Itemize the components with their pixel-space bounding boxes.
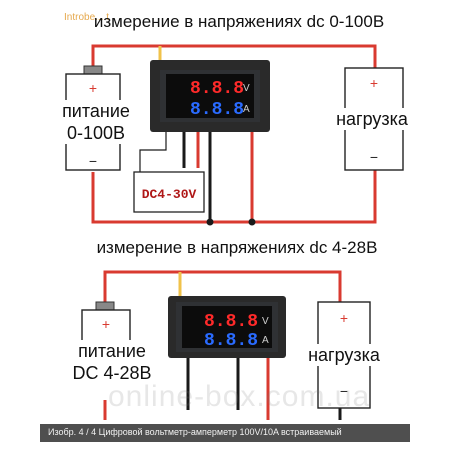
bottom-load-label: нагрузка [294, 344, 394, 366]
site-watermark: online-box.com.ua [108, 380, 371, 413]
top-converter-thin-wire [139, 132, 167, 172]
bottom-display-current-unit: A [262, 335, 269, 346]
top-power-plus: + [89, 80, 97, 96]
bottom-power-label-line2: DC 4-28В [72, 363, 152, 383]
bottom-display-current: 8.8.8 [204, 331, 258, 351]
bottom-power-cap [95, 301, 115, 311]
bottom-display-voltage: 8.8.8 [204, 312, 258, 332]
bottom-display-voltage-unit: V [262, 316, 269, 327]
top-load-plus: + [370, 75, 378, 91]
top-display-voltage-unit: V [243, 83, 250, 94]
bottom-power-plus: + [102, 316, 110, 332]
top-power-label-line2: 0-100В [66, 123, 126, 143]
bottom-red-wire-supply [103, 270, 342, 302]
top-power-cap [83, 65, 103, 75]
caption-text: Изобр. 4 / 4 Цифровой вольтметр-ампермет… [48, 427, 342, 437]
top-converter-box [133, 171, 205, 213]
top-junction-dot-2 [248, 218, 256, 226]
top-load-minus: − [370, 149, 378, 165]
bottom-load-minus: − [340, 383, 348, 399]
top-junction-dot [206, 218, 214, 226]
bottom-power-label: питание DC 4-28В [62, 340, 162, 384]
bottom-load-plus: + [340, 310, 348, 326]
top-power-label: питание 0-100В [48, 100, 144, 144]
top-power-minus: − [89, 153, 97, 169]
top-display-current: 8.8.8 [190, 100, 244, 120]
top-ground-wire [91, 170, 377, 224]
top-display-voltage: 8.8.8 [190, 79, 244, 99]
bottom-power-label-line1: питание [78, 341, 146, 361]
top-red-wire-supply [91, 44, 377, 72]
top-load-label: нагрузка [318, 108, 426, 130]
top-converter-label: DC4-30V [142, 187, 197, 202]
top-section-title: измерение в напряжениях dc 0-100В [93, 12, 385, 31]
top-display-current-unit: A [243, 104, 250, 115]
caption-bar [40, 424, 410, 442]
top-power-label-line1: питание [62, 101, 130, 121]
bottom-meter-screen [182, 306, 272, 348]
top-meter-screen [166, 74, 254, 118]
brand-watermark: Introbe....t [64, 12, 110, 23]
bottom-section-title: измерение в напряжениях dc 4-28В [96, 238, 378, 257]
